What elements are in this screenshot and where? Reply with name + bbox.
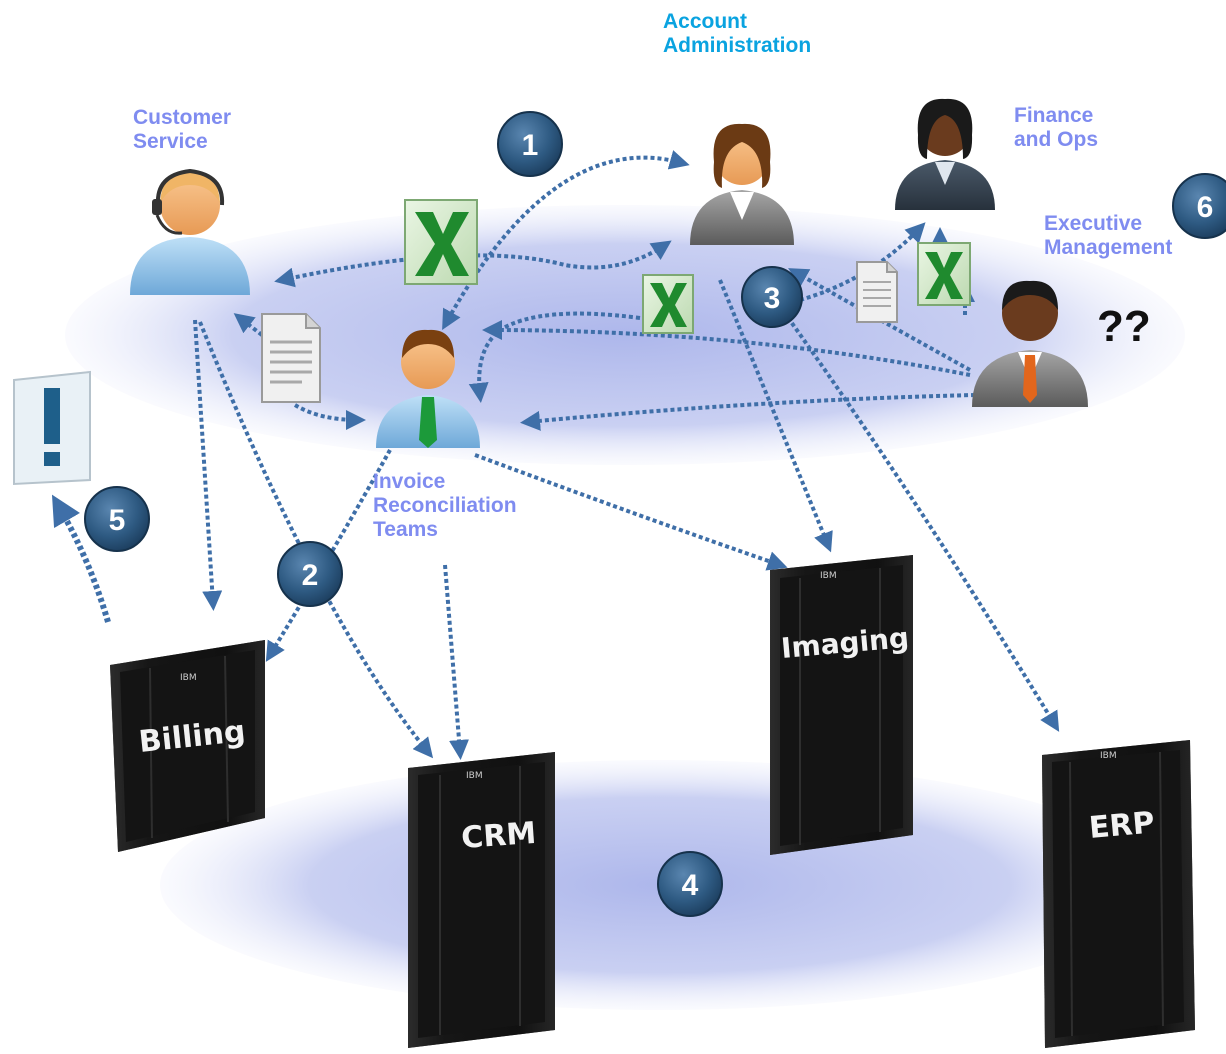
customer-service-label: Customer Service <box>133 106 232 153</box>
executive-management-label: Executive Management <box>1044 212 1173 259</box>
server-brand: IBM <box>1100 751 1117 761</box>
crm-label: CRM <box>460 816 537 856</box>
imaging-server: IBM Imaging <box>770 555 913 855</box>
account-administration-label: Account Administration <box>663 10 812 57</box>
server-brand: IBM <box>466 771 483 781</box>
erp-server: IBM ERP <box>1042 740 1195 1048</box>
svg-text:1: 1 <box>522 129 539 162</box>
step-badge-3: 3 <box>741 266 803 328</box>
arrow-cs-billing <box>193 319 223 611</box>
billing-server: IBM Billing <box>110 640 265 852</box>
svg-text:3: 3 <box>764 282 781 315</box>
arrow-invoice-crm <box>443 564 470 760</box>
svg-text:6: 6 <box>1197 191 1214 224</box>
arrow-exec-invoice-2 <box>520 393 976 431</box>
excel-icon <box>404 199 478 285</box>
erp-label: ERP <box>1088 805 1156 846</box>
arrow-doc-invoice <box>293 403 366 430</box>
arrow-exec-invoice-1 <box>482 320 971 377</box>
document-icon <box>261 313 321 403</box>
svg-text:5: 5 <box>109 504 126 537</box>
crm-server: IBM CRM <box>408 752 555 1048</box>
step-badge-2: 2 <box>277 541 343 607</box>
excel-icon <box>917 242 971 306</box>
question-marks: ?? <box>1097 302 1151 351</box>
step-badge-4: 4 <box>657 851 723 917</box>
invoice-reconciliation-label: Invoice Reconciliation Teams <box>373 470 517 541</box>
excel-icon <box>642 274 694 334</box>
svg-text:2: 2 <box>302 559 319 592</box>
arrow-invoice-billing <box>265 449 392 662</box>
arrow-invoice-imaging <box>474 453 788 571</box>
arrow-cs-admin <box>274 240 672 288</box>
exclamation-icon <box>13 370 91 486</box>
finance-ops-person-icon <box>895 98 995 210</box>
arrow-to-alert <box>51 494 111 623</box>
executive-person-icon <box>972 280 1088 407</box>
invoice-team-person-icon <box>376 329 480 448</box>
arrow-admin-invoice-curve <box>468 311 641 403</box>
svg-text:4: 4 <box>682 869 699 902</box>
server-brand: IBM <box>820 571 837 581</box>
server-brand: IBM <box>180 673 197 683</box>
step-badge-1: 1 <box>497 111 563 177</box>
document-icon <box>856 261 898 323</box>
arrow-admin-imaging <box>718 279 833 553</box>
arrow-doc-cs <box>233 313 264 337</box>
account-admin-person-icon <box>690 123 794 245</box>
step-badge-5: 5 <box>84 486 150 552</box>
customer-service-agent-icon <box>130 168 250 295</box>
step-badge-6: 6 <box>1172 173 1226 239</box>
finance-ops-label: Finance and Ops <box>1014 104 1099 151</box>
